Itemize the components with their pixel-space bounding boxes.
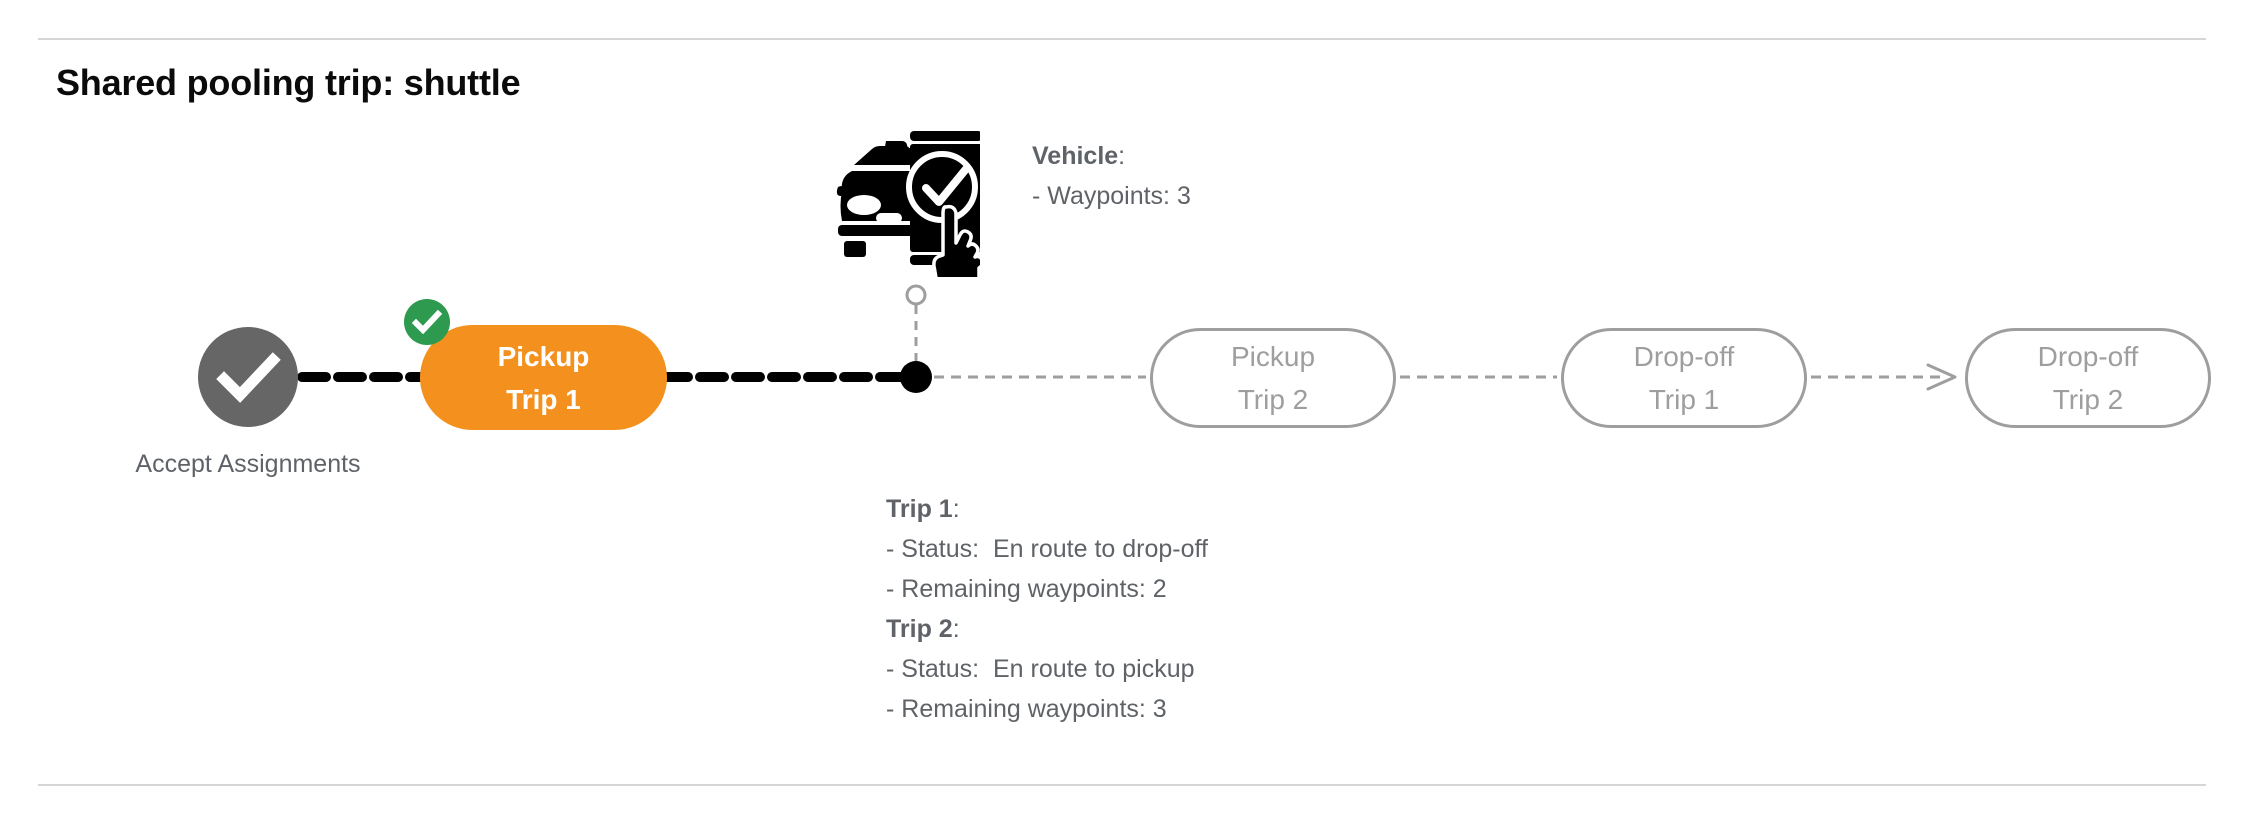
node-pickup-trip-1-line2: Trip 1 xyxy=(506,383,581,415)
trip-1-status-line: - Status: En route to drop-off xyxy=(886,529,1208,569)
trip-2-heading-suffix: : xyxy=(952,615,960,643)
trip-2-status-line: - Status: En route to pickup xyxy=(886,649,1208,689)
node-dropoff-trip-1[interactable]: Drop-off Trip 1 xyxy=(1561,328,1807,428)
vehicle-heading-text: Vehicle xyxy=(1032,142,1119,170)
start-node-label-line2: Assignments xyxy=(217,450,361,478)
trip-2-status-value: En route to pickup xyxy=(993,655,1195,683)
trip-1-heading-text: Trip 1 xyxy=(886,495,953,523)
start-node-label-line1: Accept xyxy=(135,450,212,478)
start-node-accept-assignments[interactable] xyxy=(198,327,298,427)
hollow-circle-icon xyxy=(905,284,927,306)
node-pickup-trip-2-line2: Trip 2 xyxy=(1237,384,1309,415)
check-badge-icon xyxy=(404,299,450,345)
vehicle-callout: Vehicle: - Waypoints: 3 xyxy=(1032,136,1191,216)
trip-1-heading: Trip 1: xyxy=(886,489,1208,529)
trip-2-heading: Trip 2: xyxy=(886,609,1208,649)
vehicle-phone-check-icon xyxy=(820,125,980,277)
check-circle-icon xyxy=(216,352,281,403)
trips-callout: Trip 1: - Status: En route to drop-off -… xyxy=(886,489,1208,729)
vehicle-waypoints-line: - Waypoints: 3 xyxy=(1032,182,1191,210)
node-dropoff-trip-2[interactable]: Drop-off Trip 2 xyxy=(1965,328,2211,428)
trip-2-heading-text: Trip 2 xyxy=(886,615,953,643)
node-dropoff-trip-1-line2: Trip 1 xyxy=(1648,384,1720,415)
trip-1-heading-suffix: : xyxy=(952,495,960,523)
node-pickup-trip-2[interactable]: Pickup Trip 2 xyxy=(1150,328,1396,428)
vehicle-position-dot xyxy=(900,361,932,393)
trip-2-status-label: - Status: xyxy=(886,655,980,683)
trip-1-status-value: En route to drop-off xyxy=(993,535,1208,563)
trip-2-waypoints-line: - Remaining waypoints: 3 xyxy=(886,695,1167,723)
node-dropoff-trip-2-line2: Trip 2 xyxy=(2052,384,2124,415)
trip-1-waypoints-line: - Remaining waypoints: 2 xyxy=(886,575,1167,603)
vehicle-callout-heading: Vehicle: xyxy=(1032,136,1191,176)
page-title: Shared pooling trip: shuttle xyxy=(56,62,521,103)
node-dropoff-trip-2-line1: Drop-off xyxy=(2037,341,2139,372)
node-pickup-trip-1-line1: Pickup xyxy=(497,340,590,372)
node-pickup-trip-1[interactable]: Pickup Trip 1 xyxy=(420,325,667,430)
node-pickup-trip-2-line1: Pickup xyxy=(1230,341,1316,372)
top-divider xyxy=(38,38,2206,40)
start-node-label: Accept Assignments xyxy=(128,444,368,485)
bottom-divider xyxy=(38,784,2206,786)
trip-1-status-label: - Status: xyxy=(886,535,980,563)
vehicle-heading-suffix: : xyxy=(1118,142,1126,170)
arrow-head-icon xyxy=(1926,363,1957,391)
node-dropoff-trip-1-line1: Drop-off xyxy=(1633,341,1735,372)
